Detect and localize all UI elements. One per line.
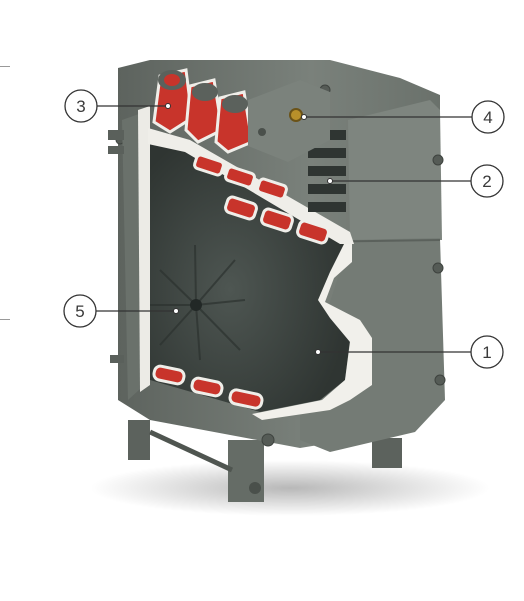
- upper-waterways: [152, 68, 254, 154]
- callout-label-1: 1: [482, 343, 491, 362]
- callout-5: 5: [63, 294, 97, 328]
- callout-1: 1: [470, 335, 504, 369]
- left-hooks: [108, 130, 124, 363]
- burner-rays: [150, 244, 246, 361]
- callout-label-4: 4: [483, 108, 492, 127]
- callout-3: 3: [64, 89, 98, 123]
- margin-tick-middle: [0, 319, 10, 320]
- margin-tick-top: [0, 66, 10, 67]
- legs: [128, 420, 402, 502]
- callout-2: 2: [470, 164, 504, 198]
- ground-shadow: [90, 460, 490, 516]
- combustion-chamber: [150, 140, 350, 412]
- callout-label-3: 3: [76, 97, 85, 116]
- callout-label-2: 2: [482, 172, 491, 191]
- leader-dots: [165, 103, 333, 355]
- top-manifold: [248, 80, 330, 162]
- lower-waterways: [152, 364, 264, 410]
- callout-4: 4: [471, 100, 505, 134]
- leader-lines: [96, 105, 472, 353]
- sensor-port: [289, 108, 303, 122]
- callout-label-5: 5: [75, 302, 84, 321]
- middle-tubes: [193, 153, 330, 245]
- refractory-cut-face: [252, 240, 372, 420]
- boiler-right-panel: [348, 100, 442, 240]
